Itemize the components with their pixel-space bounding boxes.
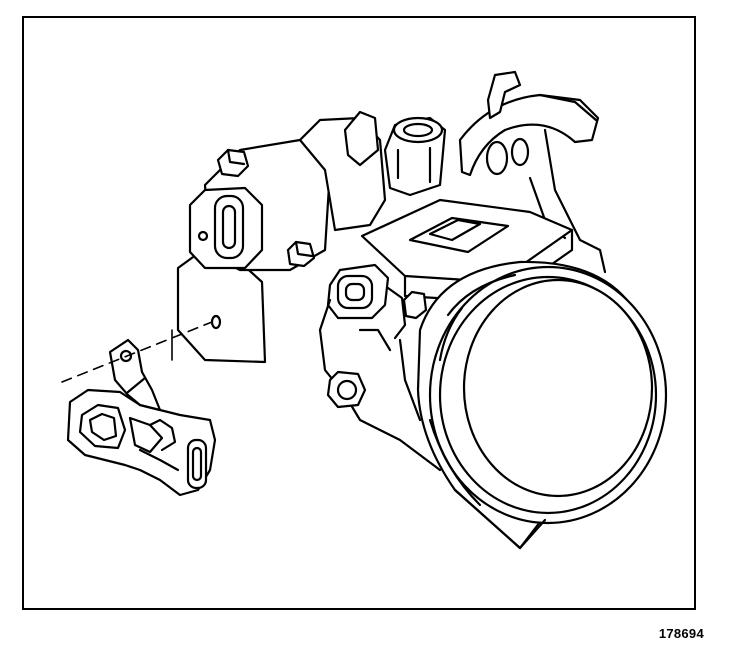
sensor-connector [326,263,428,340]
throttle-cable-bracket [458,70,607,274]
upper-housing [298,110,447,232]
throttle-position-sensor [66,338,217,497]
throttle-bore [416,260,668,550]
figure-id-label: 178694 [658,626,704,641]
idle-air-control-valve [188,138,332,272]
throttle-housing [318,298,442,472]
alignment-lines [61,321,213,383]
figure-border [22,16,696,610]
